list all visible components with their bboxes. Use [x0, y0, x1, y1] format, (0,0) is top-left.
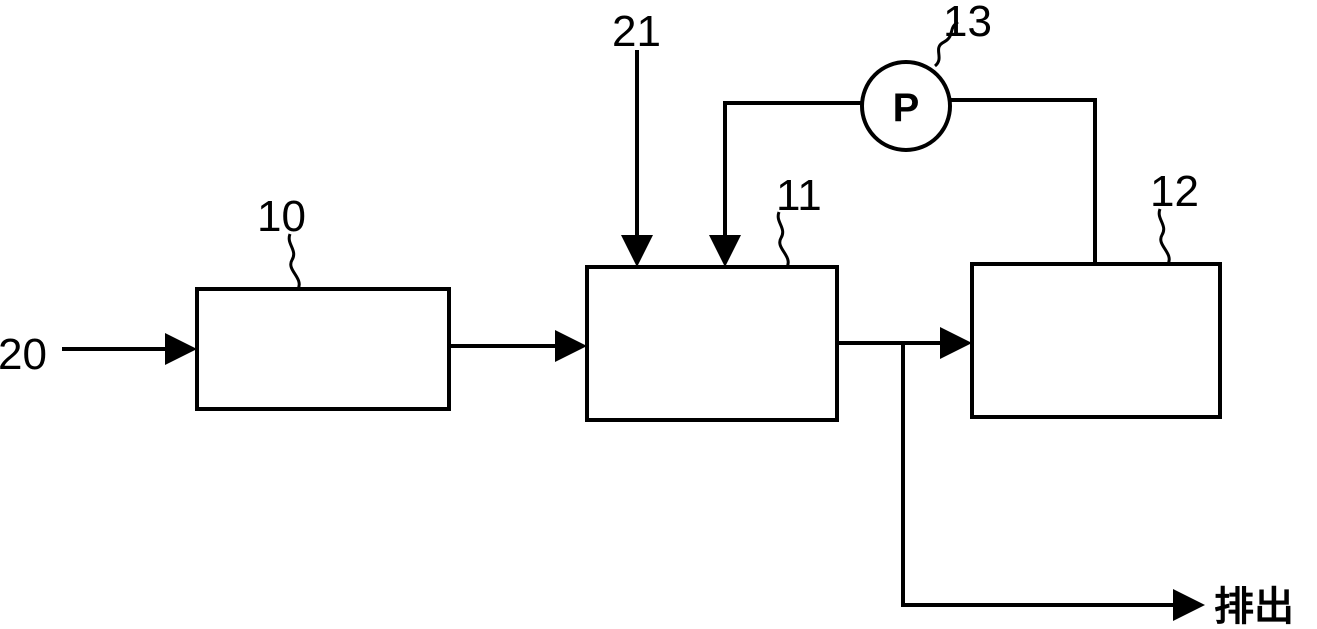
unit-11-box: [585, 265, 839, 422]
leader-12: [1157, 208, 1171, 265]
discharge-arrowhead: [1173, 589, 1205, 621]
unit-10-label: 10: [257, 192, 306, 241]
flow-11-to-12-arrowhead: [940, 327, 972, 359]
unit-12-label: 12: [1150, 167, 1199, 216]
discharge-line: [901, 343, 1175, 607]
recycle-arrowhead: [709, 235, 741, 267]
unit-11-label: 11: [776, 171, 822, 220]
feed-21-label: 21: [612, 7, 661, 56]
recycle-line-right: [950, 98, 1097, 264]
feed-21-arrowhead: [621, 235, 653, 267]
unit-10-box: [195, 287, 451, 411]
leader-10: [287, 233, 301, 290]
unit-12-box: [970, 262, 1222, 419]
pump-13-label: 13: [943, 0, 992, 46]
inlet-20-label: 20: [0, 330, 47, 379]
pump-symbol: P: [893, 86, 920, 130]
discharge-label: 排出: [1214, 584, 1294, 629]
flow-10-to-11-arrowhead: [555, 330, 587, 362]
inlet-20-arrowhead: [165, 333, 197, 365]
leader-11: [776, 211, 790, 268]
pump-icon: [860, 60, 952, 152]
leader-13: [933, 20, 959, 68]
recycle-line-left: [723, 101, 862, 240]
